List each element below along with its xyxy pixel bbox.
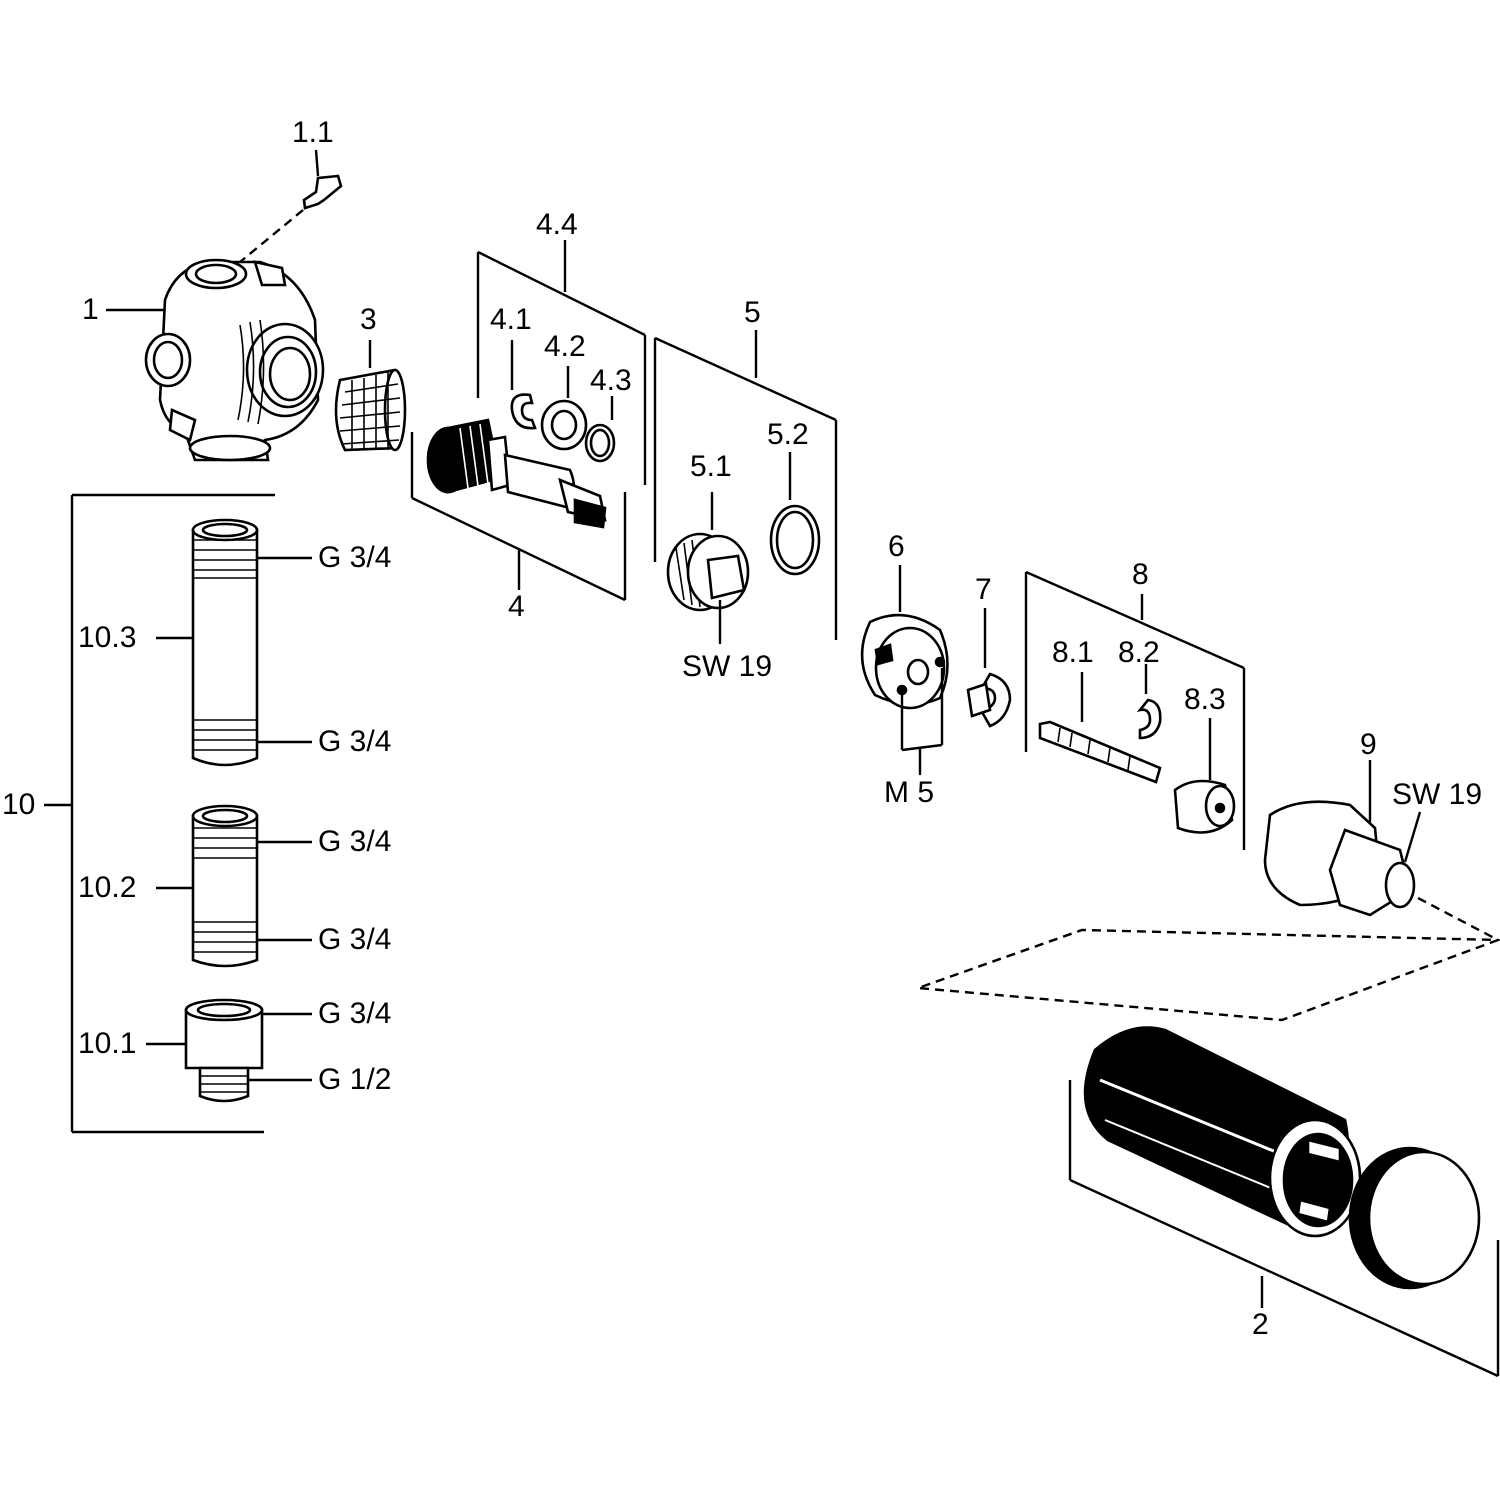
- bracket-5: [653, 330, 838, 640]
- label-10: 10: [2, 788, 36, 821]
- label-6: 6: [888, 530, 905, 563]
- part-8-3-sleeve: [1173, 718, 1236, 834]
- label-1-1: 1.1: [292, 116, 334, 149]
- part-4-cartridge: [410, 418, 627, 602]
- part-2-cover-sleeve: [1068, 1026, 1500, 1378]
- part-10-3-long-nipple: [156, 518, 312, 767]
- thread-10-2-bottom: G 3/4: [318, 923, 392, 956]
- label-m5: M 5: [884, 776, 935, 809]
- part-8-2-circlip: [1136, 664, 1162, 740]
- label-8-2: 8.2: [1118, 636, 1160, 669]
- part-7-clip: [966, 608, 1012, 728]
- part-3-strainer: [334, 340, 407, 452]
- thread-10-2-top: G 3/4: [318, 825, 392, 858]
- part-10-2-short-nipple: [156, 804, 312, 968]
- label-4-4: 4.4: [536, 208, 578, 241]
- part-6-bonnet: [860, 565, 949, 775]
- label-7: 7: [975, 573, 992, 606]
- thread-10-1-bottom: G 1/2: [318, 1063, 392, 1096]
- label-sw19-nut: SW 19: [682, 650, 773, 683]
- label-sw19-extension: SW 19: [1392, 778, 1483, 811]
- label-8-1: 8.1: [1052, 636, 1094, 669]
- thread-10-3-top: G 3/4: [318, 541, 392, 574]
- label-8-3: 8.3: [1184, 683, 1226, 716]
- bracket-10: [44, 493, 275, 1134]
- part-8-1-spindle: [1038, 672, 1162, 784]
- part-4-3-o-ring: [584, 396, 616, 463]
- label-4-1: 4.1: [490, 303, 532, 336]
- label-4-3: 4.3: [590, 364, 632, 397]
- thread-10-1-top: G 3/4: [318, 997, 392, 1030]
- label-3: 3: [360, 303, 377, 336]
- label-1: 1: [82, 293, 99, 326]
- part-5-1-adapter-nut: [666, 492, 750, 644]
- part-5-2-o-ring: [769, 452, 821, 576]
- part-10-1-reducer: [146, 998, 312, 1103]
- thread-10-3-bottom: G 3/4: [318, 725, 392, 758]
- label-5-2: 5.2: [767, 418, 809, 451]
- part-1-valve-body: [106, 258, 325, 462]
- label-10-3: 10.3: [78, 621, 137, 654]
- label-5-1: 5.1: [690, 450, 732, 483]
- label-2: 2: [1252, 1308, 1269, 1341]
- label-4: 4: [508, 590, 525, 623]
- part-4-2-washer: [540, 366, 588, 451]
- part-4-1-circlip: [510, 340, 537, 430]
- bracket-8: [1024, 570, 1246, 850]
- bracket-4-4: [476, 240, 647, 485]
- label-5: 5: [744, 296, 761, 329]
- label-10-1: 10.1: [78, 1027, 137, 1060]
- part-9-extension: [917, 760, 1500, 1022]
- label-9: 9: [1360, 728, 1377, 761]
- label-4-2: 4.2: [544, 330, 586, 363]
- label-8: 8: [1132, 558, 1149, 591]
- label-10-2: 10.2: [78, 871, 137, 904]
- part-1-1-screw: [239, 149, 343, 263]
